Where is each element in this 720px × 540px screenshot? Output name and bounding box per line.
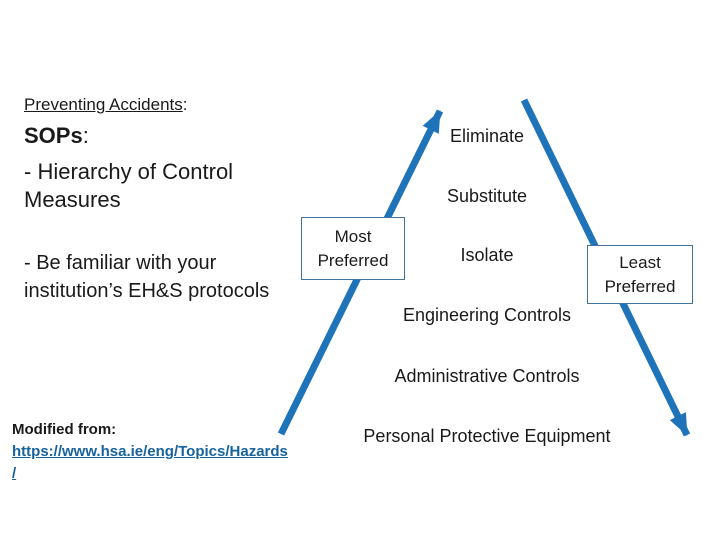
bullet-familiar-line1: - Be familiar with your (24, 252, 217, 274)
level-engineering-controls: Engineering Controls (402, 305, 572, 325)
source-hyperlink[interactable]: https://www.hsa.ie/eng/Topics/Hazards / (12, 441, 288, 485)
level-substitute: Substitute (446, 186, 528, 206)
sops-colon: : (82, 123, 89, 148)
sops-subheading: SOPs: (24, 123, 89, 149)
bullet-hierarchy-of-control: - Hierarchy of Control Measures (24, 158, 233, 214)
least-preferred-line2: Preferred (604, 276, 676, 296)
level-administrative-controls: Administrative Controls (394, 366, 580, 386)
most-preferred-line1: Most (334, 226, 372, 246)
most-preferred-line2: Preferred (317, 250, 389, 270)
bullet-hierarchy-line2: Measures (24, 187, 121, 212)
sops-text: SOPs (24, 123, 83, 148)
bullet-be-familiar: - Be familiar with your institution’s EH… (24, 249, 269, 305)
least-preferred-box: Least Preferred (587, 245, 693, 304)
most-preferred-box: Most Preferred (301, 217, 405, 280)
source-link-line2[interactable]: / (12, 465, 17, 482)
source-link-line1[interactable]: https://www.hsa.ie/eng/Topics/Hazards (12, 443, 288, 460)
source-label: Modified from: (12, 421, 117, 438)
least-preferred-line1: Least (619, 252, 661, 272)
source-block: Modified from: https://www.hsa.ie/eng/To… (12, 419, 288, 485)
bullet-familiar-line2: institution’s EH&S protocols (24, 280, 270, 302)
level-isolate: Isolate (460, 245, 514, 265)
bullet-hierarchy-line1: - Hierarchy of Control (24, 159, 234, 184)
heading-text: Preventing Accidents (24, 95, 183, 114)
level-personal-protective-equipment: Personal Protective Equipment (363, 426, 611, 446)
heading-preventing-accidents: Preventing Accidents: (24, 94, 188, 115)
heading-colon: : (182, 95, 188, 114)
level-eliminate: Eliminate (449, 126, 525, 146)
